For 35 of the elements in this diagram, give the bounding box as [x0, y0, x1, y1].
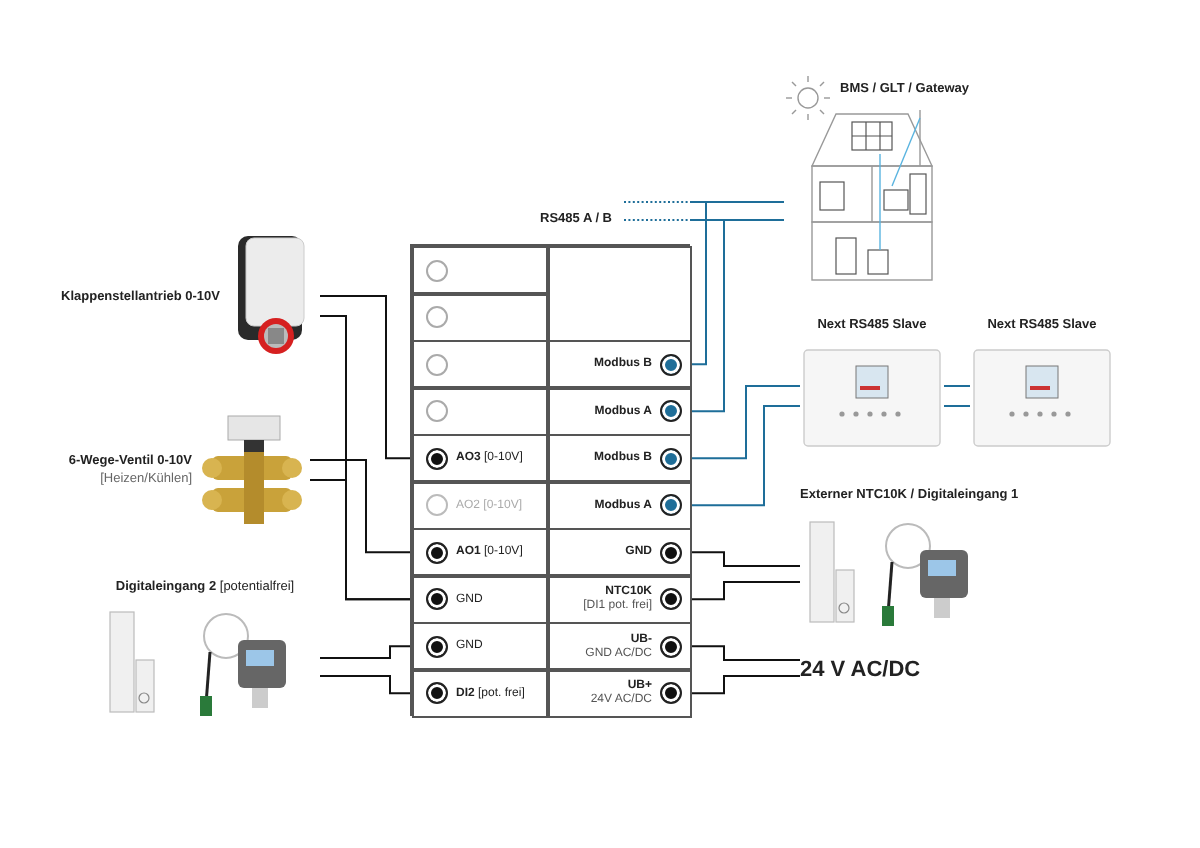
- terminal-cell: [548, 481, 692, 530]
- terminal-cell: [412, 481, 548, 530]
- terminal-cell: [412, 669, 548, 718]
- wire: [943, 405, 971, 407]
- terminal-cell: [412, 434, 548, 483]
- terminal-cell: [412, 293, 548, 342]
- wire: [691, 581, 801, 601]
- wire: [319, 295, 413, 460]
- wire: [691, 645, 801, 661]
- wire: [691, 385, 801, 460]
- wire: [309, 479, 413, 601]
- wire: [691, 551, 801, 567]
- wire: [319, 645, 413, 659]
- terminal-cell: [412, 340, 548, 389]
- wire: [943, 385, 971, 387]
- terminal-block: [410, 244, 690, 716]
- terminal-cell: [548, 575, 692, 624]
- terminal-cell: [412, 575, 548, 624]
- wire: [319, 675, 413, 695]
- terminal-cell: [412, 622, 548, 671]
- terminal-cell: [548, 434, 692, 483]
- terminal-cell: [548, 669, 692, 718]
- wire: [691, 201, 785, 366]
- wire: [691, 405, 801, 507]
- wire: [691, 219, 785, 413]
- voltage-label: 24 V AC/DC: [800, 654, 960, 686]
- terminal-cell: [548, 528, 692, 577]
- terminal-cell: [412, 528, 548, 577]
- terminal-cell: [548, 387, 692, 436]
- terminal-cell: [412, 387, 548, 436]
- wire: [691, 675, 801, 695]
- terminal-cell: [548, 622, 692, 671]
- terminal-cell: [412, 246, 548, 295]
- terminal-cell: [548, 340, 692, 389]
- wire: [309, 459, 413, 554]
